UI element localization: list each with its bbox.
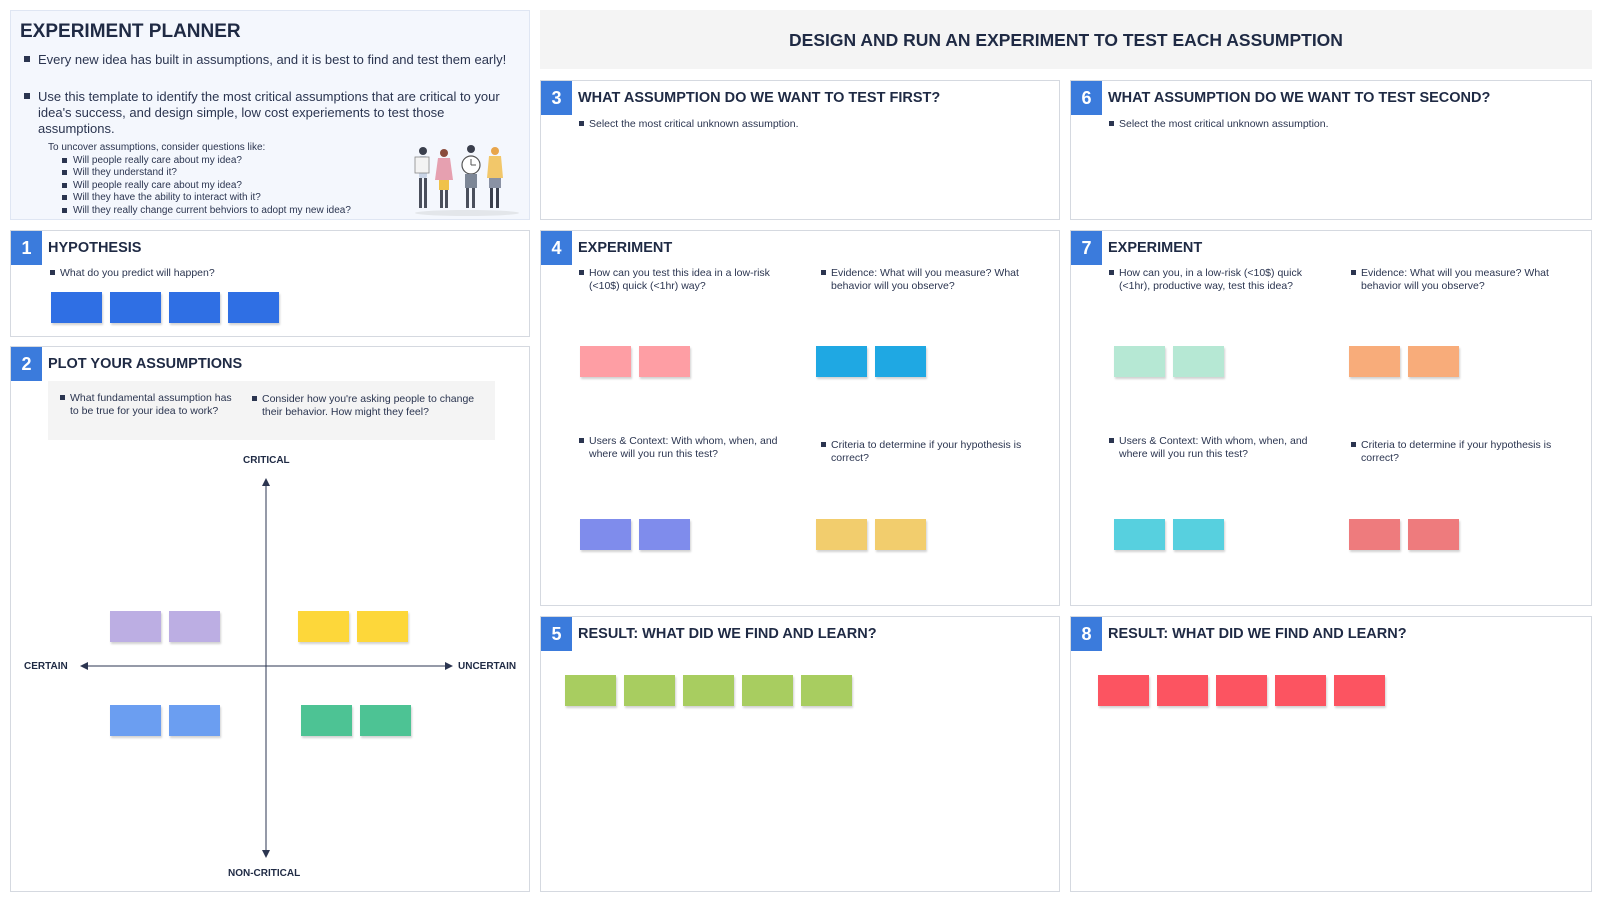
sticky-note[interactable] [816, 346, 867, 377]
sticky-note[interactable] [1349, 519, 1400, 550]
panel-title: EXPERIMENT [1108, 240, 1203, 256]
prompt-text: Select the most critical unknown assumpt… [1109, 118, 1329, 131]
sticky-note[interactable] [110, 611, 161, 642]
banner: DESIGN AND RUN AN EXPERIMENT TO TEST EAC… [540, 10, 1592, 69]
sticky-note[interactable] [1114, 346, 1165, 377]
assumption-first-panel: 3 WHAT ASSUMPTION DO WE WANT TO TEST FIR… [540, 80, 1060, 220]
step-number: 8 [1071, 617, 1102, 651]
question-item: Will people really care about my idea? [62, 180, 242, 192]
sticky-note[interactable] [624, 675, 675, 706]
sticky-note[interactable] [357, 611, 408, 642]
step-number: 1 [11, 231, 42, 265]
sticky-note[interactable] [1408, 519, 1459, 550]
sticky-note[interactable] [298, 611, 349, 642]
sticky-note[interactable] [1157, 675, 1208, 706]
step-number: 7 [1071, 231, 1102, 265]
sticky-note[interactable] [816, 519, 867, 550]
question-evidence: Evidence: What will you measure? What be… [821, 267, 1021, 292]
experiment-second-panel: 7 EXPERIMENT How can you, in a low-risk … [1070, 230, 1592, 606]
sticky-note[interactable] [110, 705, 161, 736]
sticky-note[interactable] [51, 292, 102, 323]
result-first-panel: 5 RESULT: WHAT DID WE FIND AND LEARN? [540, 616, 1060, 892]
sticky-note[interactable] [1408, 346, 1459, 377]
question-users: Users & Context: With whom, when, and wh… [1109, 435, 1331, 460]
question-item: Will they understand it? [62, 167, 177, 179]
assumption-second-panel: 6 WHAT ASSUMPTION DO WE WANT TO TEST SEC… [1070, 80, 1592, 220]
sticky-note[interactable] [639, 519, 690, 550]
step-number: 4 [541, 231, 572, 265]
panel-title: HYPOTHESIS [48, 240, 142, 256]
sticky-note[interactable] [1114, 519, 1165, 550]
question-criteria: Criteria to determine if your hypothesis… [1351, 439, 1576, 464]
sticky-note[interactable] [1275, 675, 1326, 706]
step-number: 6 [1071, 81, 1102, 115]
question-item: Will they really change current behviors… [62, 205, 351, 217]
hint-text: Consider how you're asking people to cha… [252, 393, 488, 418]
sticky-note[interactable] [1098, 675, 1149, 706]
sticky-note[interactable] [580, 519, 631, 550]
panel-title: RESULT: WHAT DID WE FIND AND LEARN? [578, 626, 877, 642]
question-criteria: Criteria to determine if your hypothesis… [821, 439, 1046, 464]
result-second-panel: 8 RESULT: WHAT DID WE FIND AND LEARN? [1070, 616, 1592, 892]
question-how: How can you, in a low-risk (<10$) quick … [1109, 267, 1324, 292]
step-number: 2 [11, 347, 42, 381]
axis-label-critical: CRITICAL [243, 455, 290, 466]
prompt-text: What do you predict will happen? [50, 267, 215, 280]
sticky-note[interactable] [580, 346, 631, 377]
sticky-note[interactable] [639, 346, 690, 377]
experiment-first-panel: 4 EXPERIMENT How can you test this idea … [540, 230, 1060, 606]
sticky-note[interactable] [169, 292, 220, 323]
sticky-note[interactable] [1334, 675, 1385, 706]
sticky-note[interactable] [565, 675, 616, 706]
team-illustration-icon [414, 145, 519, 216]
plot-panel: 2 PLOT YOUR ASSUMPTIONS What fundamental… [10, 346, 530, 892]
sticky-note[interactable] [1173, 346, 1224, 377]
sticky-note[interactable] [228, 292, 279, 323]
axis-label-uncertain: UNCERTAIN [458, 661, 517, 672]
panel-title: RESULT: WHAT DID WE FIND AND LEARN? [1108, 626, 1407, 642]
sticky-note[interactable] [301, 705, 352, 736]
intro-bullet-1: Every new idea has built in assumptions,… [24, 52, 514, 68]
panel-title: PLOT YOUR ASSUMPTIONS [48, 356, 243, 372]
panel-title: WHAT ASSUMPTION DO WE WANT TO TEST SECON… [1108, 90, 1491, 106]
hypothesis-panel: 1 HYPOTHESIS What do you predict will ha… [10, 230, 530, 337]
prompt-text: Select the most critical unknown assumpt… [579, 118, 799, 131]
step-number: 3 [541, 81, 572, 115]
question-evidence: Evidence: What will you measure? What be… [1351, 267, 1551, 292]
assumption-axes [80, 478, 453, 858]
sticky-note[interactable] [875, 346, 926, 377]
question-how: How can you test this idea in a low-risk… [579, 267, 794, 292]
sticky-note[interactable] [1216, 675, 1267, 706]
sticky-note[interactable] [742, 675, 793, 706]
intro-bullet-2: Use this template to identify the most c… [24, 89, 514, 137]
intro-title: EXPERIMENT PLANNER [20, 21, 241, 42]
sticky-note[interactable] [1349, 346, 1400, 377]
banner-title: DESIGN AND RUN AN EXPERIMENT TO TEST EAC… [789, 30, 1343, 50]
hint-text: What fundamental assumption has to be tr… [60, 392, 235, 417]
sticky-note[interactable] [1173, 519, 1224, 550]
question-item: Will they have the ability to interact w… [62, 192, 261, 204]
sticky-note[interactable] [875, 519, 926, 550]
sticky-note[interactable] [110, 292, 161, 323]
sticky-note[interactable] [801, 675, 852, 706]
sticky-note[interactable] [360, 705, 411, 736]
panel-title: WHAT ASSUMPTION DO WE WANT TO TEST FIRST… [578, 90, 941, 106]
axis-label-non-critical: NON-CRITICAL [228, 868, 301, 879]
axis-label-certain: CERTAIN [24, 661, 68, 672]
sticky-note[interactable] [169, 705, 220, 736]
question-item: Will people really care about my idea? [62, 155, 242, 167]
step-number: 5 [541, 617, 572, 651]
sticky-note[interactable] [169, 611, 220, 642]
panel-title: EXPERIMENT [578, 240, 673, 256]
intro-panel: EXPERIMENT PLANNER Every new idea has bu… [10, 10, 530, 220]
sticky-note[interactable] [683, 675, 734, 706]
question-users: Users & Context: With whom, when, and wh… [579, 435, 801, 460]
questions-lead: To uncover assumptions, consider questio… [48, 142, 266, 153]
hint-box [48, 381, 495, 440]
